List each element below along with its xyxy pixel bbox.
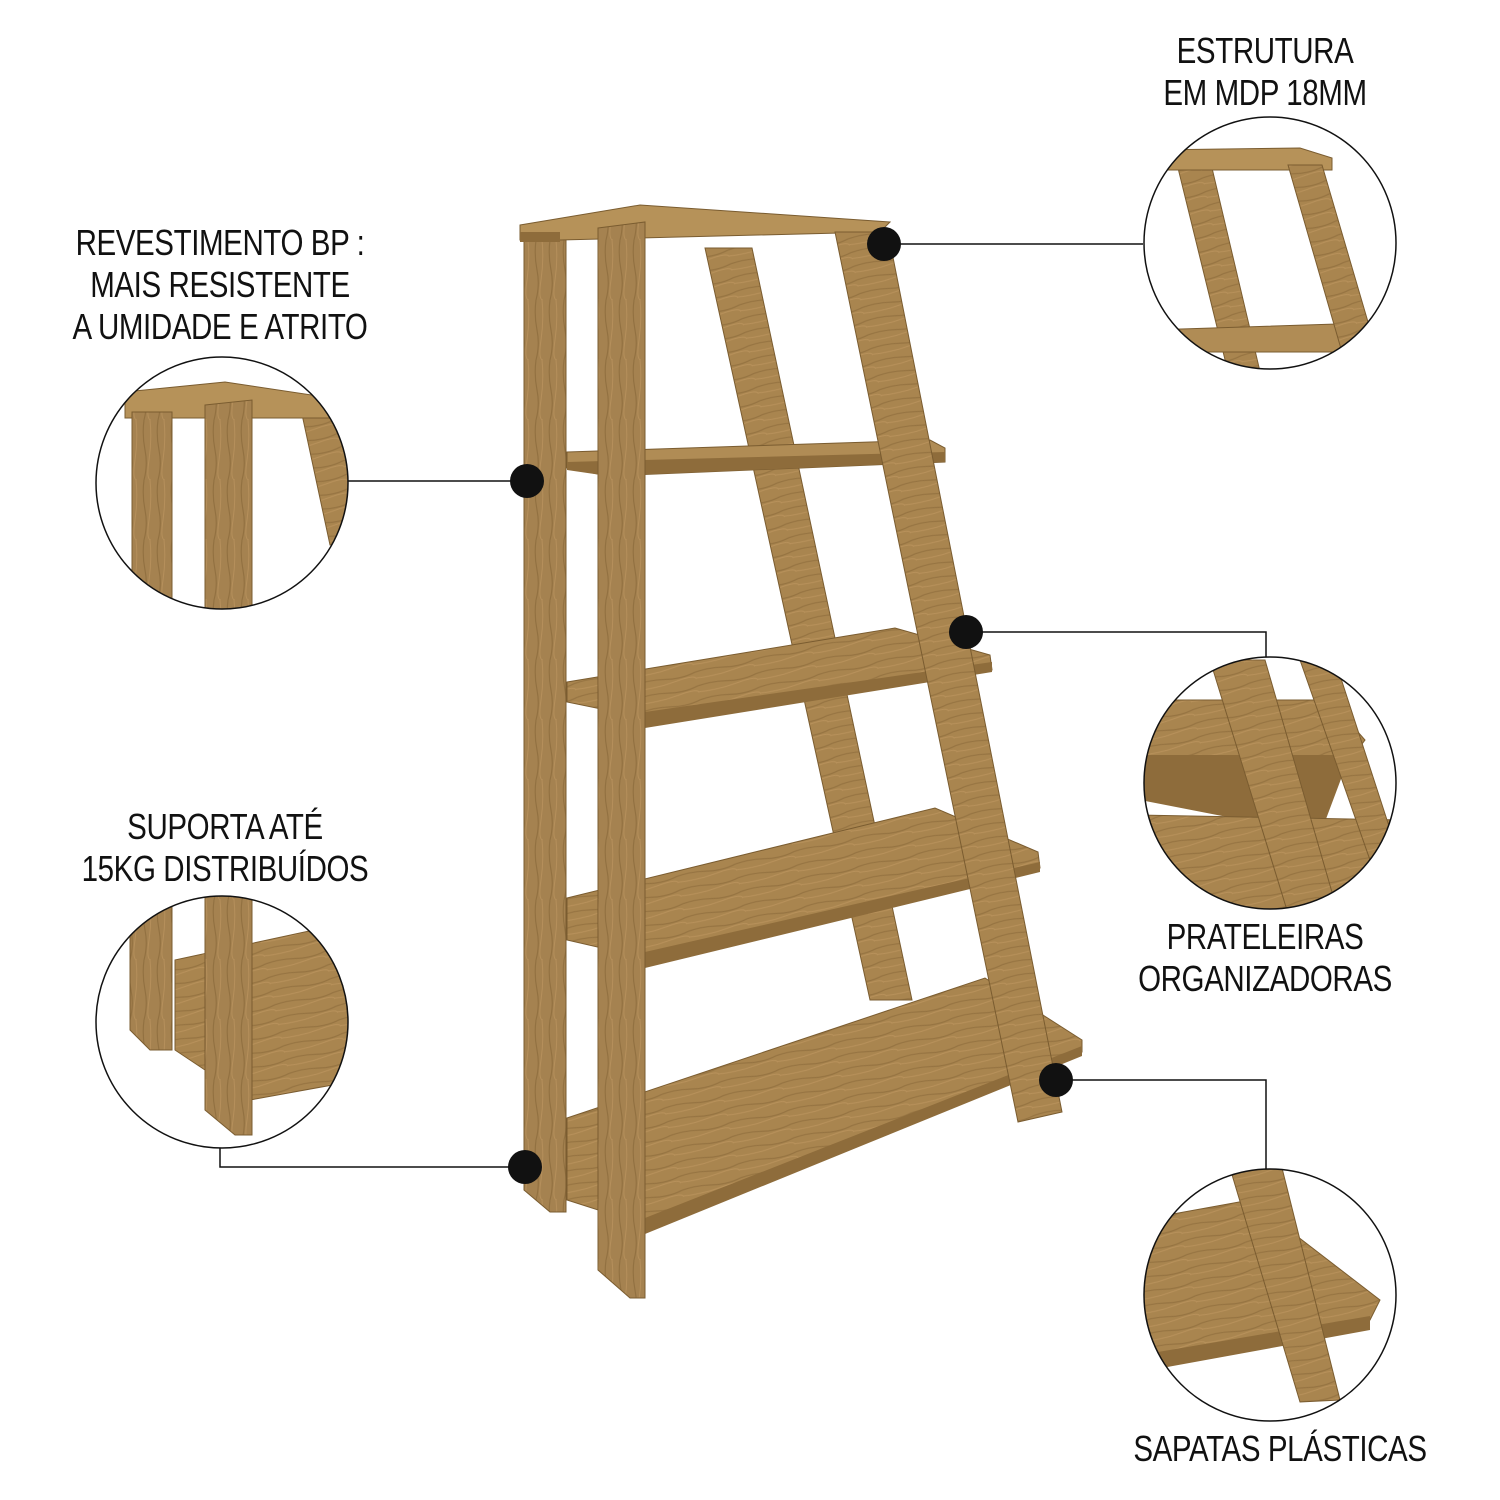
caption-line: ORGANIZADORAS bbox=[1138, 958, 1392, 999]
caption-line: 15KG DISTRIBUÍDOS bbox=[81, 848, 369, 889]
zoom-detail-circle-prateleiras bbox=[1143, 656, 1397, 910]
left-back-leg bbox=[523, 235, 567, 1213]
zoom-detail-circle-suporta bbox=[95, 895, 349, 1149]
caption-line: PRATELEIRAS bbox=[1166, 916, 1364, 957]
black-dot-marker bbox=[1039, 1063, 1073, 1097]
caption-estrutura: ESTRUTURA EM MDP 18MM bbox=[1068, 30, 1462, 114]
front-diagonal-leg bbox=[834, 231, 1063, 1123]
bookshelf bbox=[519, 204, 1083, 1299]
black-dot-marker bbox=[867, 227, 901, 261]
caption-suporta: SUPORTA ATÉ 15KG DISTRIBUÍDOS bbox=[28, 806, 422, 890]
shelf-1 bbox=[566, 439, 946, 477]
caption-line: SUPORTA ATÉ bbox=[127, 806, 323, 847]
caption-line: MAIS RESISTENTE bbox=[90, 264, 350, 305]
black-dot-marker bbox=[510, 464, 544, 498]
connector-lines bbox=[219, 243, 1267, 1170]
black-dot-marker bbox=[949, 615, 983, 649]
shelf-3 bbox=[566, 807, 1041, 968]
caption-line: EM MDP 18MM bbox=[1163, 72, 1367, 113]
zoom-detail-circle-estrutura bbox=[1143, 116, 1397, 370]
caption-sapatas: SAPATAS PLÁSTICAS bbox=[1083, 1428, 1477, 1470]
zoom-detail-circle-revestimento bbox=[95, 356, 349, 610]
marker-dots bbox=[508, 227, 1073, 1184]
black-dot-marker bbox=[508, 1150, 542, 1184]
caption-prateleiras: PRATELEIRAS ORGANIZADORAS bbox=[1068, 916, 1462, 1000]
zoom-detail-circle-sapatas bbox=[1143, 1168, 1397, 1422]
rear-diagonal-leg bbox=[704, 247, 913, 1001]
caption-line: ESTRUTURA bbox=[1176, 30, 1354, 71]
shelf-4 bbox=[566, 977, 1083, 1234]
caption-revestimento: REVESTIMENTO BP : MAIS RESISTENTE A UMID… bbox=[23, 222, 417, 348]
caption-line: A UMIDADE E ATRITO bbox=[72, 306, 368, 347]
top-board bbox=[519, 204, 892, 242]
shelf-2 bbox=[566, 627, 993, 728]
front-vertical-leg bbox=[597, 221, 646, 1299]
caption-line: REVESTIMENTO BP : bbox=[75, 222, 365, 263]
caption-line: SAPATAS PLÁSTICAS bbox=[1133, 1428, 1427, 1469]
